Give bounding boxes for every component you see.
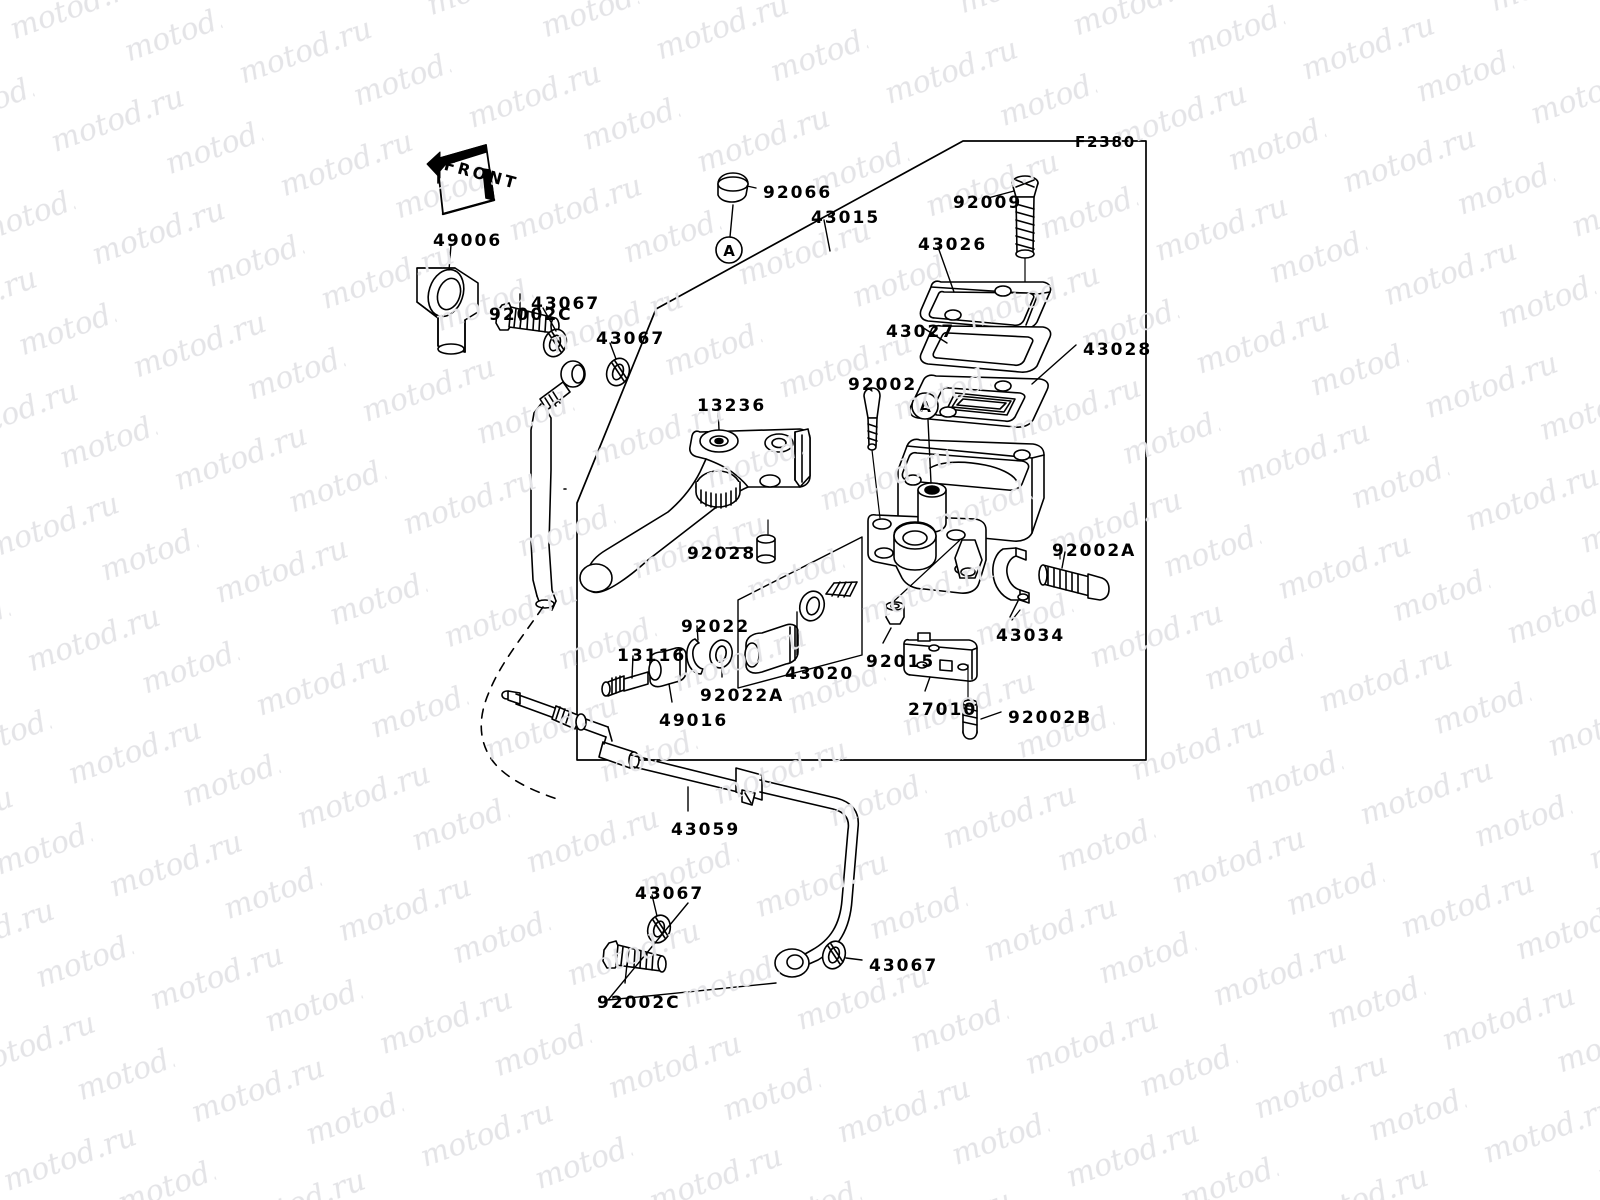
- callout-43028[interactable]: 43028: [1083, 340, 1153, 360]
- callout-92009[interactable]: 92009: [953, 193, 1023, 213]
- callout-92028[interactable]: 92028: [687, 544, 757, 564]
- callout-43059[interactable]: 43059: [671, 820, 741, 840]
- part-43059-hose-upper: [535, 595, 557, 611]
- part-43067-washer-3: [646, 914, 672, 944]
- part-43067-washer-2: [605, 357, 631, 387]
- callout-92002[interactable]: 92002: [848, 375, 918, 395]
- part-92002-pivot-bolt: [863, 387, 881, 519]
- callout-92022[interactable]: 92022: [681, 617, 751, 637]
- callout-27010[interactable]: 27010: [908, 700, 978, 720]
- part-49006-tee-fitting: [416, 267, 479, 355]
- callout-43067[interactable]: 43067: [596, 329, 666, 349]
- callout-43015[interactable]: 43015: [811, 208, 881, 228]
- callout-43034[interactable]: 43034: [996, 626, 1066, 646]
- callout-43020[interactable]: 43020: [785, 664, 855, 684]
- callout-43067[interactable]: 43067: [635, 884, 705, 904]
- callout-13116[interactable]: 13116: [617, 646, 687, 666]
- callout-43027[interactable]: 43027: [886, 322, 956, 342]
- part-92028-bushing: [756, 519, 776, 564]
- part-92022A-washer: [709, 639, 733, 669]
- callout-92002a[interactable]: 92002A: [1052, 541, 1137, 561]
- reference-letter-A-body: A: [919, 398, 931, 416]
- callout-43026[interactable]: 43026: [918, 235, 988, 255]
- part-92022-circlip: [686, 638, 704, 675]
- callout-92015[interactable]: 92015: [866, 652, 936, 672]
- callout-49016[interactable]: 49016: [659, 711, 729, 731]
- part-43067-washer-4: [821, 940, 847, 970]
- callout-92002b[interactable]: 92002B: [1008, 708, 1093, 728]
- part-13236-clutch-lever: [579, 428, 811, 594]
- callout-92066[interactable]: 92066: [763, 183, 833, 203]
- reference-letter-A-top: A: [723, 242, 735, 260]
- callout-43067[interactable]: 43067: [531, 294, 601, 314]
- callout-13236[interactable]: 13236: [697, 396, 767, 416]
- figure-code-label: F2380: [1075, 133, 1136, 151]
- callout-49006[interactable]: 49006: [433, 231, 503, 251]
- callout-92022a[interactable]: 92022A: [700, 686, 785, 706]
- part-43034-clamp: [992, 547, 1030, 621]
- part-92066-plug-cap: [717, 172, 749, 203]
- callout-92002c[interactable]: 92002C: [597, 993, 681, 1013]
- part-13116-push-rod: [601, 671, 649, 697]
- callout-43067[interactable]: 43067: [869, 956, 939, 976]
